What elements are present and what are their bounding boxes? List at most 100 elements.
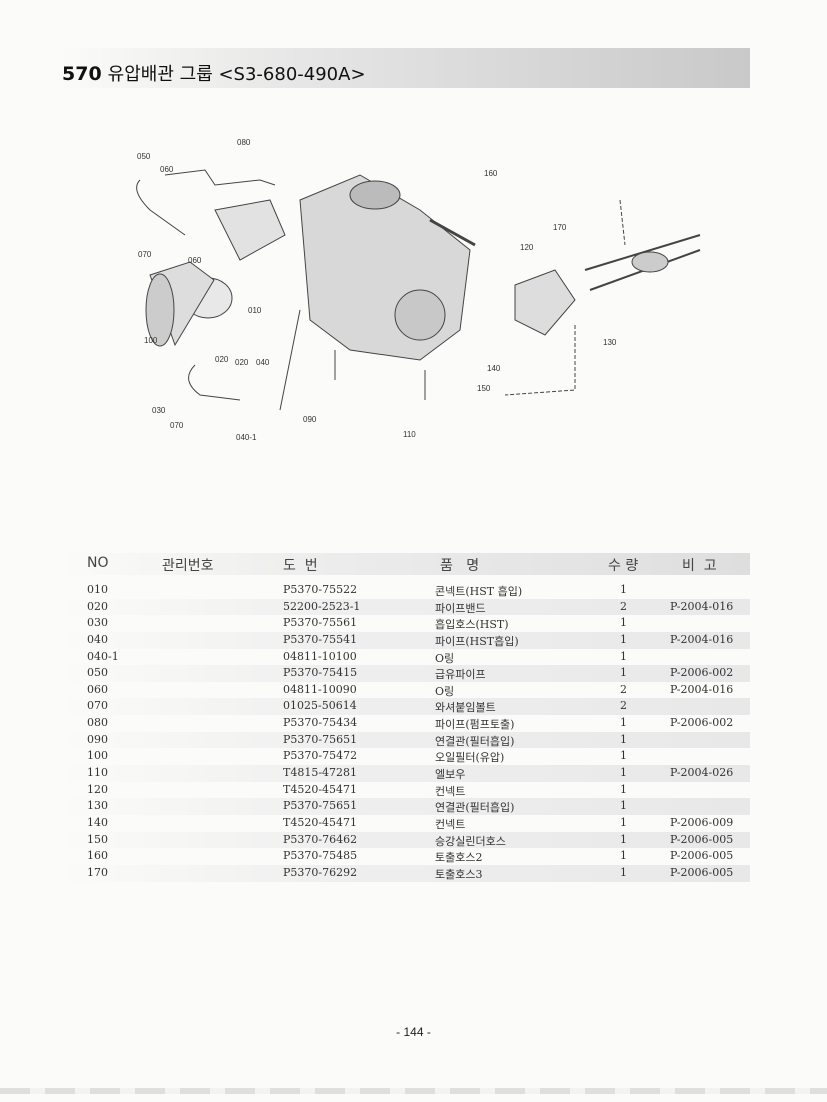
header-note: 비 고 xyxy=(682,558,717,574)
section-number: 570 xyxy=(62,63,102,85)
cell-qty: 2 xyxy=(620,682,627,696)
cell-drawing: P5370-75522 xyxy=(283,583,358,596)
callout-030: 030 xyxy=(152,406,166,415)
cell-name: 흡입호스(HST) xyxy=(435,618,509,632)
cell-name: 콘넥트(HST 흡입) xyxy=(435,585,523,598)
table-row: 040 P5370-75541 파이프(HST흡입) 1 P-2004-016 xyxy=(60,631,750,649)
cell-note: P-2004-026 xyxy=(670,766,734,780)
cell-name: 파이프(HST흡입) xyxy=(435,634,519,648)
callout-170: 170 xyxy=(553,223,567,232)
cell-qty: 1 xyxy=(620,616,627,630)
cell-no: 130 xyxy=(87,799,108,813)
header-name: 품 명 xyxy=(440,558,480,574)
cell-no: 110 xyxy=(87,766,108,780)
cell-qty: 1 xyxy=(620,749,627,763)
cell-note: P-2006-002 xyxy=(670,716,734,730)
cell-qty: 1 xyxy=(620,666,627,680)
callout-150: 150 xyxy=(477,384,491,393)
table-row: 120 T4520-45471 컨넥트 1 xyxy=(60,782,750,799)
cell-name: 컨넥트 xyxy=(435,784,466,798)
cell-name: 급유파이프 xyxy=(435,668,486,682)
callout-010: 010 xyxy=(248,306,262,315)
callout-120: 120 xyxy=(520,243,534,252)
cell-no: 070 xyxy=(87,699,108,713)
cell-drawing: P5370-75485 xyxy=(283,849,358,863)
cell-no: 040-1 xyxy=(87,649,119,663)
header-qty: 수 량 xyxy=(608,558,639,574)
cell-drawing: T4520-45471 xyxy=(283,782,358,796)
cell-no: 170 xyxy=(87,865,108,879)
cell-drawing: P5370-75472 xyxy=(283,749,358,763)
table-header: NO 관리번호 도 번 품 명 수 량 비 고 xyxy=(60,553,750,575)
cell-drawing: P5370-75415 xyxy=(283,666,358,680)
header-drawing: 도 번 xyxy=(283,558,318,574)
cell-qty: 1 xyxy=(620,865,627,879)
cell-no: 040 xyxy=(87,632,108,646)
callout-140: 140 xyxy=(487,364,501,373)
cell-name: 토출호스3 xyxy=(435,867,483,881)
cell-name: 승강실린더호스 xyxy=(435,834,506,848)
cell-name: 엘보우 xyxy=(435,768,466,782)
callout-130: 130 xyxy=(603,338,617,347)
callout-060b: 060 xyxy=(188,256,202,265)
cell-drawing: P5370-75651 xyxy=(283,732,358,746)
cell-note: P-2004-016 xyxy=(670,599,734,613)
cell-drawing: T4815-47281 xyxy=(283,766,358,780)
cell-note: P-2004-016 xyxy=(670,682,734,696)
callout-040: 040 xyxy=(256,358,270,367)
callout-110: 110 xyxy=(403,430,416,439)
cell-drawing: 04811-10100 xyxy=(283,649,357,663)
cell-qty: 1 xyxy=(620,849,627,863)
callout-070b: 070 xyxy=(170,421,184,430)
cell-no: 090 xyxy=(87,732,108,746)
cell-qty: 1 xyxy=(620,832,627,846)
cell-drawing: 52200-2523-1 xyxy=(283,599,361,613)
cell-drawing: P5370-75561 xyxy=(283,616,358,630)
cell-no: 140 xyxy=(87,815,108,829)
cell-note: P-2004-016 xyxy=(670,632,734,646)
parts-diagram: 080 050 060 160 170 120 070 060 010 100 … xyxy=(136,138,701,442)
header-mgmt: 관리번호 xyxy=(162,558,214,574)
cell-qty: 1 xyxy=(620,815,627,829)
header-no: NO xyxy=(87,555,109,571)
cell-drawing: 04811-10090 xyxy=(283,682,357,696)
cell-qty: 1 xyxy=(620,649,627,663)
cell-qty: 1 xyxy=(620,583,627,596)
cell-qty: 1 xyxy=(620,782,627,796)
cell-qty: 1 xyxy=(620,632,627,646)
callout-050: 050 xyxy=(137,152,151,161)
cell-drawing: P5370-76292 xyxy=(283,865,358,879)
cell-name: 와셔붙임볼트 xyxy=(435,701,496,715)
cell-no: 060 xyxy=(87,682,108,696)
cell-note: P-2006-009 xyxy=(670,815,734,829)
cell-drawing: T4520-45471 xyxy=(283,815,358,829)
cell-drawing: P5370-75434 xyxy=(283,716,358,730)
cell-qty: 1 xyxy=(620,799,627,813)
cell-no: 120 xyxy=(87,782,108,796)
table-row: 170 P5370-76292 토출호스3 1 P-2006-005 xyxy=(60,864,750,882)
callout-060: 060 xyxy=(160,165,174,174)
cell-name: 파이프밴드 xyxy=(435,601,486,615)
callout-070: 070 xyxy=(138,250,152,259)
cell-note: P-2006-005 xyxy=(670,849,734,863)
cell-note: P-2006-005 xyxy=(670,865,734,879)
cell-drawing: P5370-75541 xyxy=(283,632,358,646)
cell-name: 오일필터(유압) xyxy=(435,751,505,765)
cell-qty: 2 xyxy=(620,699,627,713)
cell-drawing: 01025-50614 xyxy=(283,699,357,713)
page-number: - 144 - xyxy=(396,1025,431,1039)
callout-090: 090 xyxy=(303,415,317,424)
